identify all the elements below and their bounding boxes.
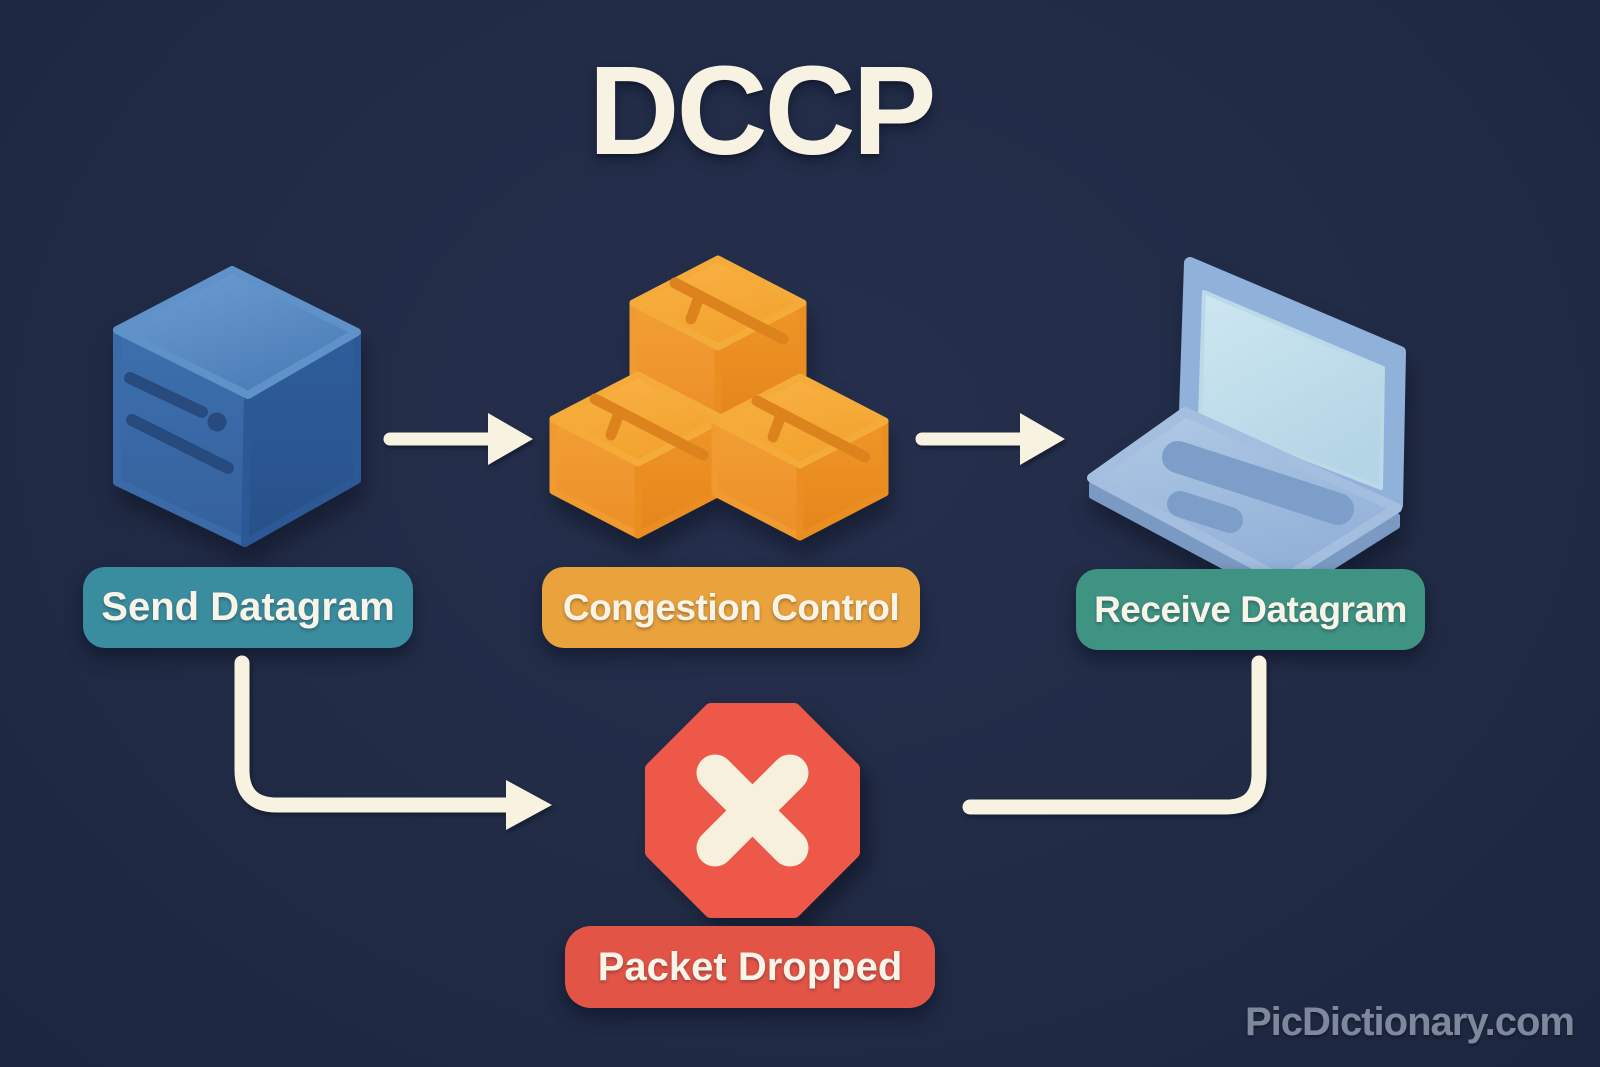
arrow-right-icon [383, 413, 533, 465]
x-mark-icon [696, 754, 809, 867]
receive-datagram-label: Receive Datagram [1094, 588, 1407, 630]
laptop-keyboard [1162, 441, 1354, 525]
package-box-right [711, 373, 889, 541]
laptop-icon [1087, 257, 1406, 600]
elbow-line-right-up-icon [962, 655, 1267, 815]
congestion-control-label: Congestion Control [562, 586, 900, 628]
elbow-arrow-down-right-icon [234, 655, 552, 830]
server-detail-lines [124, 372, 234, 474]
stop-x-icon [645, 703, 860, 918]
send-datagram-badge: Send Datagram [83, 567, 413, 648]
congestion-control-badge: Congestion Control [542, 567, 920, 648]
package-box-left [549, 371, 727, 539]
packages-icon [549, 255, 889, 541]
laptop-trackpad [1167, 491, 1243, 533]
packet-dropped-badge: Packet Dropped [565, 926, 935, 1008]
send-datagram-label: Send Datagram [101, 585, 395, 629]
watermark-text: PicDictionary.com [1244, 1000, 1575, 1044]
receive-datagram-badge: Receive Datagram [1076, 569, 1425, 650]
arrow-right-icon [915, 413, 1065, 465]
packet-dropped-label: Packet Dropped [597, 944, 903, 989]
server-cube-icon [113, 266, 361, 547]
page-title: DCCP [588, 40, 936, 181]
laptop-screen [1198, 290, 1385, 490]
